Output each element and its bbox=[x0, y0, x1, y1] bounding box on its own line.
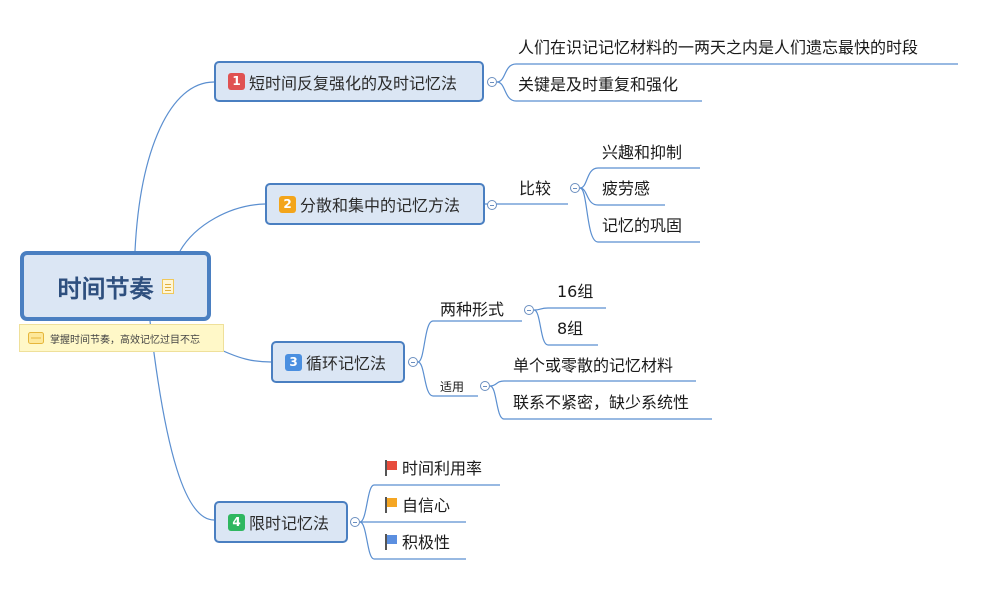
topic-label: 限时记忆法 bbox=[249, 514, 330, 533]
collapse-toggle-topic-3[interactable] bbox=[408, 357, 418, 367]
subtopic-timely-repeat[interactable]: 关键是及时重复和强化 bbox=[518, 75, 679, 94]
root-topic[interactable]: 时间节奏 bbox=[20, 251, 211, 321]
subtopic-label: 自信心 bbox=[402, 496, 451, 515]
note-icon[interactable] bbox=[161, 278, 174, 294]
topic-distributed-massed[interactable]: 2 分散和集中的记忆方法 bbox=[265, 183, 485, 225]
subtopic-compare[interactable]: 比较 bbox=[519, 179, 552, 198]
subtopic-initiative[interactable]: 积极性 bbox=[384, 533, 450, 553]
collapse-toggle-topic-4[interactable] bbox=[350, 517, 360, 527]
topic-label: 短时间反复强化的及时记忆法 bbox=[249, 73, 458, 93]
topic-label: 分散和集中的记忆方法 bbox=[300, 196, 461, 215]
subtopic-applicable[interactable]: 适用 bbox=[440, 380, 465, 394]
priority-badge-3: 3 bbox=[285, 353, 302, 371]
topic-label: 循环记忆法 bbox=[306, 354, 387, 373]
subtopic-label: 时间利用率 bbox=[402, 459, 483, 478]
orange-flag-icon bbox=[384, 497, 397, 513]
priority-badge-1: 1 bbox=[228, 73, 245, 90]
topic-short-time-review[interactable]: 1 短时间反复强化的及时记忆法 bbox=[214, 61, 484, 102]
note-text: 掌握时间节奏，高效记忆过目不忘 bbox=[50, 334, 200, 346]
subtopic-time-utilization[interactable]: 时间利用率 bbox=[384, 459, 482, 479]
red-flag-icon bbox=[384, 460, 397, 476]
subtopic-loose-connection[interactable]: 联系不紧密，缺少系统性 bbox=[513, 393, 690, 412]
subtopic-fatigue[interactable]: 疲劳感 bbox=[602, 179, 651, 198]
subtopic-8-groups[interactable]: 8组 bbox=[557, 319, 584, 338]
topic-timed-memory[interactable]: 4 限时记忆法 bbox=[214, 501, 348, 543]
blue-flag-icon bbox=[384, 534, 397, 550]
priority-badge-2: 2 bbox=[279, 195, 296, 213]
priority-badge-4: 4 bbox=[228, 513, 245, 531]
subtopic-interest-inhibition[interactable]: 兴趣和抑制 bbox=[602, 143, 683, 162]
collapse-toggle-topic-2[interactable] bbox=[487, 200, 497, 210]
subtopic-16-groups[interactable]: 16组 bbox=[557, 282, 594, 301]
root-note: 掌握时间节奏，高效记忆过目不忘 bbox=[19, 324, 224, 352]
subtopic-confidence[interactable]: 自信心 bbox=[384, 496, 450, 516]
topic-cyclic-memory[interactable]: 3 循环记忆法 bbox=[271, 341, 405, 383]
subtopic-scattered-material[interactable]: 单个或零散的记忆材料 bbox=[513, 356, 674, 375]
collapse-toggle-applicable[interactable] bbox=[480, 381, 490, 391]
collapse-toggle-two-forms[interactable] bbox=[524, 305, 534, 315]
collapse-toggle-compare[interactable] bbox=[570, 183, 580, 193]
note-icon bbox=[28, 332, 44, 344]
collapse-toggle-topic-1[interactable] bbox=[487, 77, 497, 87]
subtopic-label: 积极性 bbox=[402, 533, 451, 552]
subtopic-forgetting-fastest[interactable]: 人们在识记记忆材料的一两天之内是人们遗忘最快的时段 bbox=[518, 38, 919, 57]
subtopic-consolidation[interactable]: 记忆的巩固 bbox=[602, 216, 683, 235]
subtopic-two-forms[interactable]: 两种形式 bbox=[440, 300, 505, 319]
root-title: 时间节奏 bbox=[57, 274, 154, 303]
